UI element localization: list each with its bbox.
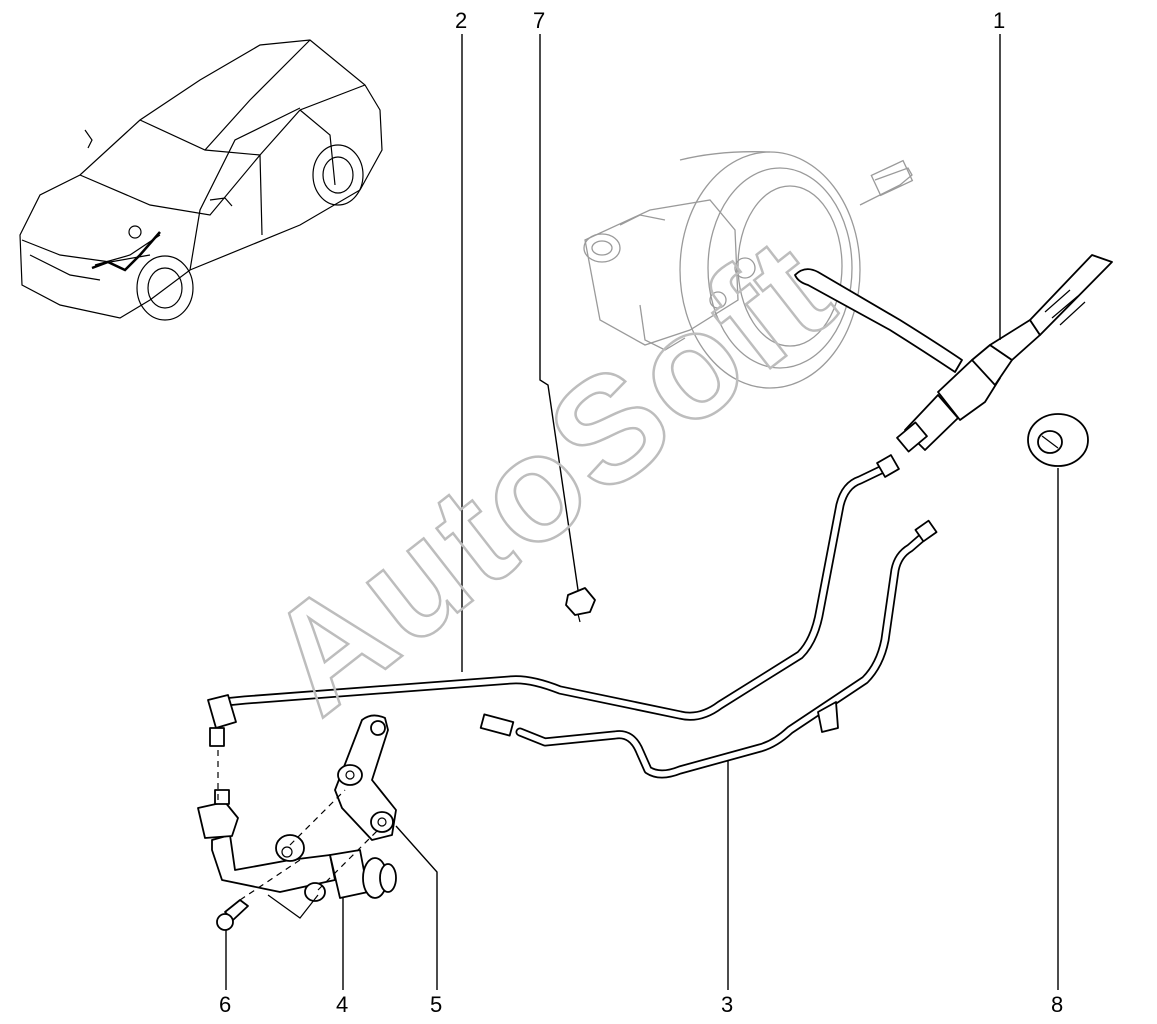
bolt-part-6 — [216, 899, 249, 931]
slave-cylinder-part-4 — [197, 789, 397, 902]
watermark-text: AutoSoft — [236, 203, 864, 745]
bracket-part-5 — [334, 714, 397, 841]
clutch-pipe-part-2 — [207, 454, 900, 747]
callout-7: 7 — [533, 8, 545, 33]
callout-labels: 1 2 3 4 5 6 7 8 — [219, 8, 1063, 1017]
callout-8: 8 — [1051, 992, 1063, 1017]
watermark: AutoSoft — [235, 202, 865, 746]
assembly-lines — [217, 750, 379, 919]
clip-part-7 — [565, 587, 596, 623]
callout-6: 6 — [219, 992, 231, 1017]
clutch-pipe-part-3 — [479, 519, 938, 779]
callout-3: 3 — [721, 992, 733, 1017]
leader-lines — [225, 34, 1059, 990]
callout-1: 1 — [993, 8, 1005, 33]
callout-4: 4 — [336, 992, 348, 1017]
callout-2: 2 — [455, 8, 467, 33]
brake-booster-ghost — [583, 151, 914, 389]
car-location-sketch — [19, 39, 383, 321]
grommet-part-8 — [1027, 413, 1089, 467]
callout-5: 5 — [430, 992, 442, 1017]
clutch-master-cylinder — [794, 254, 1113, 453]
